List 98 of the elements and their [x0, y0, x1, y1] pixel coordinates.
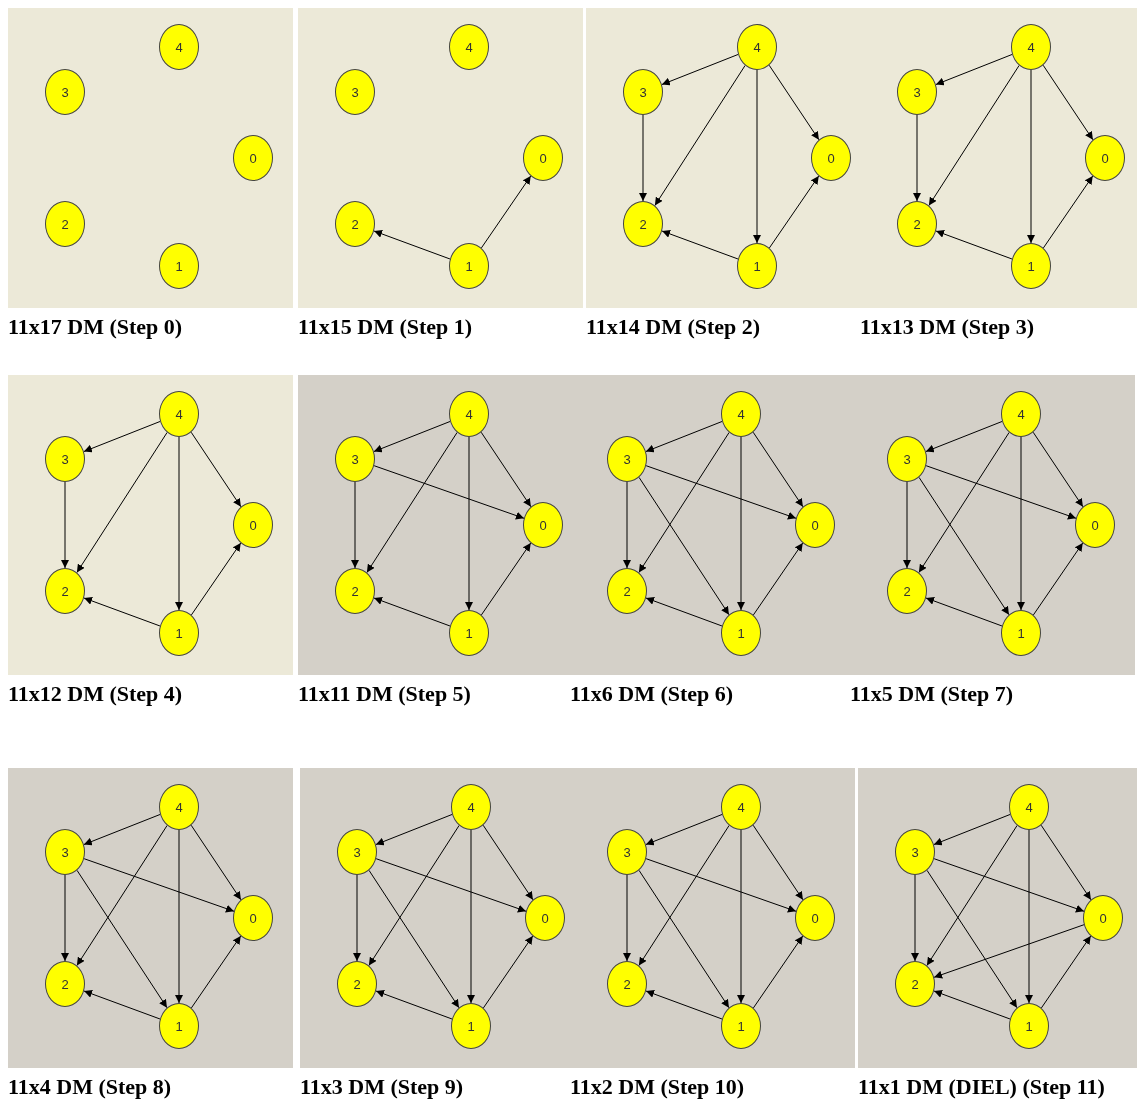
arrow	[752, 824, 804, 901]
arrow	[752, 542, 804, 616]
arrow	[645, 420, 723, 453]
arrow	[638, 825, 730, 966]
arrow	[375, 813, 453, 846]
arrow	[482, 935, 534, 1009]
arrow	[661, 230, 739, 260]
arrow	[639, 114, 647, 202]
arrow	[61, 481, 69, 569]
arrow	[918, 476, 1010, 616]
panel-caption: 11x17 DM (Step 0)	[8, 314, 183, 340]
arrow	[926, 869, 1018, 1009]
arrow	[368, 869, 460, 1009]
panel-caption: 11x15 DM (Step 1)	[298, 314, 473, 340]
arrow	[83, 420, 161, 453]
arrow	[83, 813, 161, 846]
arrow	[465, 436, 473, 611]
arrow	[1032, 431, 1084, 508]
arrow	[353, 874, 361, 962]
arrow	[926, 825, 1018, 966]
panel-caption: 11x13 DM (Step 3)	[860, 314, 1035, 340]
arrow	[375, 990, 453, 1020]
arrow	[645, 990, 723, 1020]
arrow	[925, 465, 1077, 520]
arrow	[918, 432, 1010, 573]
arrow	[737, 829, 745, 1004]
arrow	[76, 869, 168, 1009]
panel-caption: 11x14 DM (Step 2)	[586, 314, 761, 340]
arrow	[913, 114, 921, 202]
panel-caption: 11x4 DM (Step 8)	[8, 1074, 172, 1100]
arrow	[933, 924, 1085, 979]
arrow	[935, 53, 1013, 86]
arrow	[645, 858, 797, 913]
arrow	[638, 869, 730, 1009]
arrow	[351, 481, 359, 569]
arrow	[638, 476, 730, 616]
arrow	[1032, 542, 1084, 616]
arrow	[467, 829, 475, 1004]
arrow	[76, 432, 168, 573]
arrow	[911, 874, 919, 962]
arrow	[928, 65, 1020, 206]
arrow	[190, 824, 242, 901]
arrow	[480, 175, 532, 249]
panel-caption: 11x3 DM (Step 9)	[300, 1074, 464, 1100]
arrow	[645, 813, 723, 846]
arrow	[752, 935, 804, 1009]
arrow	[623, 874, 631, 962]
panel-caption: 11x12 DM (Step 4)	[8, 681, 183, 707]
arrow	[661, 53, 739, 86]
arrow	[753, 69, 761, 244]
arrow	[482, 824, 534, 901]
panel-caption: 11x1 DM (DIEL) (Step 11)	[858, 1074, 1105, 1100]
arrow	[1027, 69, 1035, 244]
arrow	[83, 597, 161, 627]
arrow	[1017, 436, 1025, 611]
arrow	[375, 858, 527, 913]
arrow	[935, 230, 1013, 260]
arrow	[61, 874, 69, 962]
arrow	[190, 542, 242, 616]
arrow	[480, 431, 532, 508]
arrow	[1025, 829, 1033, 1004]
arrow	[752, 431, 804, 508]
arrow	[373, 420, 451, 453]
arrow	[83, 990, 161, 1020]
arrow	[654, 65, 746, 206]
panel-caption: 11x2 DM (Step 10)	[570, 1074, 745, 1100]
arrow	[645, 597, 723, 627]
panel-caption: 11x5 DM (Step 7)	[850, 681, 1014, 707]
arrow	[175, 436, 183, 611]
arrow	[480, 542, 532, 616]
arrow	[638, 432, 730, 573]
arrow	[76, 825, 168, 966]
arrow	[1040, 824, 1092, 901]
arrow	[768, 64, 820, 141]
arrow	[1042, 64, 1094, 141]
arrow	[373, 597, 451, 627]
arrow	[1040, 935, 1092, 1009]
arrow	[925, 597, 1003, 627]
arrow	[368, 825, 460, 966]
arrow	[623, 481, 631, 569]
arrow	[175, 829, 183, 1004]
arrow	[925, 420, 1003, 453]
arrow	[933, 858, 1085, 913]
arrow	[366, 432, 458, 573]
arrow	[83, 858, 235, 913]
arrow	[645, 465, 797, 520]
arrow	[903, 481, 911, 569]
arrow	[737, 436, 745, 611]
panel-caption: 11x6 DM (Step 6)	[570, 681, 734, 707]
arrow	[373, 230, 451, 260]
arrow	[1042, 175, 1094, 249]
arrow	[373, 465, 525, 520]
arrow	[933, 813, 1011, 846]
arrow	[190, 935, 242, 1009]
arrow	[768, 175, 820, 249]
arrow	[933, 990, 1011, 1020]
panel-caption: 11x11 DM (Step 5)	[298, 681, 471, 707]
arrow	[190, 431, 242, 508]
